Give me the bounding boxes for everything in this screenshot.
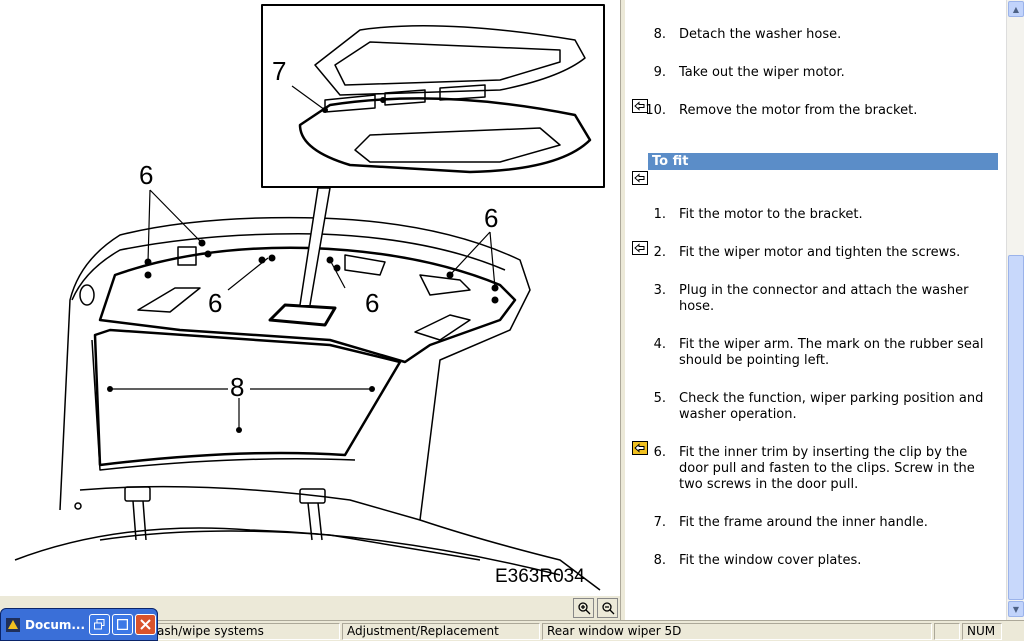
status-category: Adjustment/Replacement [342, 623, 540, 640]
close-button[interactable] [135, 614, 156, 635]
callout-6-d: 6 [484, 203, 499, 233]
status-topic: Rear window wiper 5D [542, 623, 932, 640]
status-empty [934, 623, 960, 640]
restore-button[interactable] [89, 614, 110, 635]
document-app-icon [6, 617, 20, 632]
callout-7: 7 [272, 56, 287, 86]
minimized-document-window[interactable]: Docum... [0, 608, 158, 641]
link-back-icon[interactable] [632, 171, 648, 185]
pane-splitter[interactable] [620, 0, 626, 620]
instructions-pane: 8. Detach the washer hose. 9. Take out t… [626, 0, 1006, 620]
section-heading-to-fit: To fit [648, 153, 998, 170]
scroll-down-button[interactable]: ▼ [1008, 601, 1024, 617]
callout-6-a: 6 [139, 160, 154, 190]
magnifier-plus-icon [577, 602, 590, 615]
close-icon [140, 619, 151, 630]
window-title: Docum... [25, 617, 86, 632]
tailgate-diagram [14, 4, 605, 591]
arrow-down-icon: ▼ [1012, 604, 1020, 614]
illustration-pane: 6 6 6 6 7 8 E363R034 [0, 0, 620, 596]
zoom-out-button[interactable] [597, 598, 618, 618]
illustration-code: E363R034 [495, 566, 585, 587]
restore-icon [94, 619, 105, 630]
link-back-icon-highlight[interactable] [632, 441, 648, 455]
vertical-scrollbar[interactable]: ▲ ▼ [1006, 0, 1024, 620]
link-back-icon[interactable] [632, 241, 648, 255]
magnifier-minus-icon [601, 602, 614, 615]
maximize-button[interactable] [112, 614, 133, 635]
scroll-up-button[interactable]: ▲ [1008, 1, 1024, 17]
status-num: NUM [962, 623, 1002, 640]
callout-6-c: 6 [365, 288, 380, 318]
callout-8: 8 [230, 372, 245, 402]
maximize-icon [117, 619, 128, 630]
status-bar: ash/wipe systems Adjustment/Replacement … [0, 620, 1024, 641]
scroll-thumb[interactable] [1008, 255, 1024, 600]
zoom-in-button[interactable] [573, 598, 594, 618]
link-back-icon[interactable] [632, 99, 648, 113]
callout-6-b: 6 [208, 288, 223, 318]
status-section: ash/wipe systems [150, 623, 340, 640]
arrow-up-icon: ▲ [1012, 4, 1020, 14]
